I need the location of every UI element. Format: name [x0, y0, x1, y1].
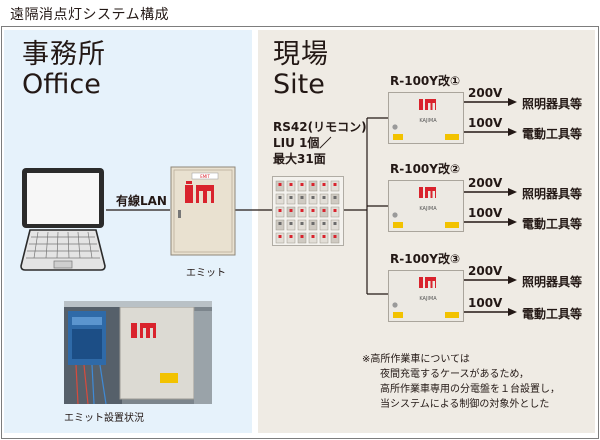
panel-2-200v-label: 200V [468, 176, 503, 190]
rs42-breaker-indicator [333, 209, 337, 212]
installation-photo-image [64, 301, 212, 404]
arrow-right-icon [508, 98, 517, 106]
rs42-breaker-indicator [300, 183, 304, 186]
arrow-right-icon [508, 188, 517, 196]
laptop-icon [20, 168, 106, 271]
diagram-title: 遠隔消点灯システム構成 [10, 7, 170, 23]
panel-3-arrows [464, 276, 517, 316]
panel-2-name: R-100Y改② [390, 162, 461, 176]
rs42-breaker-indicator [289, 196, 293, 199]
rs42-label-line3: 最大31面 [273, 152, 326, 166]
rs42-breaker-indicator [311, 235, 315, 238]
rs42-breaker-indicator [289, 209, 293, 212]
rs42-breaker-indicator [333, 196, 337, 199]
rs42-breaker-indicator [289, 235, 293, 238]
distribution-panel-icon: KAJIMA [388, 92, 464, 144]
panel-1-200v-destination: 照明器具等 [522, 97, 583, 111]
panel-3-name: R-100Y改③ [390, 252, 461, 266]
site-heading-ja: 現場 [273, 39, 329, 70]
rs42-breaker-indicator [300, 209, 304, 212]
rs42-label-line1: RS42(リモコン) [273, 120, 367, 134]
rs42-breaker-indicator [278, 222, 282, 225]
panel-1-200v-label: 200V [468, 86, 503, 100]
rs42-breaker-indicator [322, 209, 326, 212]
note-line-2: 夜間充電するケースがあるため， [380, 369, 529, 380]
rs42-relay-unit-icon [272, 176, 344, 246]
rs42-breaker-indicator [300, 222, 304, 225]
panel-1-100v-label: 100V [468, 116, 503, 130]
site-heading-en: Site [273, 69, 325, 100]
emit-controller-icon: EMIT [170, 166, 236, 256]
office-heading-ja: 事務所 [22, 39, 106, 70]
arrow-right-icon [508, 128, 517, 136]
panel-3-200v-destination: 照明器具等 [522, 275, 583, 289]
rs42-breaker-indicator [289, 183, 293, 186]
svg-text:EMIT: EMIT [200, 174, 210, 179]
rs42-breaker-indicator [289, 222, 293, 225]
panel-2-arrows [464, 188, 517, 226]
rs42-breaker-indicator [333, 235, 337, 238]
panel-2-200v-destination: 照明器具等 [522, 187, 583, 201]
note-line-4: 当システムによる制御の対象外とした [380, 399, 550, 410]
note-line-1: ※高所作業車については [362, 354, 470, 365]
rs42-breaker-indicator [311, 183, 315, 186]
panel-2-100v-label: 100V [468, 206, 503, 220]
rs42-breaker-indicator [278, 235, 282, 238]
svg-text:KAJIMA: KAJIMA [419, 206, 437, 212]
rs42-breaker-indicator [311, 196, 315, 199]
rs42-breaker-indicator [278, 209, 282, 212]
arrow-right-icon [508, 276, 517, 284]
svg-text:KAJIMA: KAJIMA [419, 296, 437, 302]
office-heading-en: Office [22, 69, 101, 100]
rs42-breaker-indicator [333, 222, 337, 225]
rs42-breaker-indicator [322, 235, 326, 238]
wired-lan-label: 有線LAN [116, 194, 167, 208]
rs42-breaker-indicator [333, 183, 337, 186]
distribution-panel-icon: KAJIMA [388, 270, 464, 322]
installation-photo-caption: エミット設置状況 [64, 413, 144, 424]
panel-2-100v-destination: 電動工具等 [522, 217, 583, 231]
rs42-breaker-indicator [322, 196, 326, 199]
svg-text:KAJIMA: KAJIMA [419, 118, 437, 124]
panel-1-100v-destination: 電動工具等 [522, 127, 583, 141]
rs42-breaker-indicator [322, 183, 326, 186]
rs42-label-line2: LIU 1個／ [273, 136, 332, 150]
rs42-breaker-indicator [278, 183, 282, 186]
rs42-breaker-indicator [311, 222, 315, 225]
panel-3-200v-label: 200V [468, 264, 503, 278]
panel-3-100v-destination: 電動工具等 [522, 307, 583, 321]
panel-1-arrows [464, 98, 517, 136]
rs42-breaker-indicator [322, 222, 326, 225]
panel-1-name: R-100Y改① [390, 74, 461, 88]
installation-photo [64, 301, 212, 404]
rs42-breaker-indicator [300, 196, 304, 199]
panel-3-100v-label: 100V [468, 296, 503, 310]
rs42-breaker-indicator [278, 196, 282, 199]
distribution-panel-icon: KAJIMA [388, 180, 464, 232]
emit-device-label: エミット [186, 268, 226, 279]
rs42-breaker-indicator [300, 235, 304, 238]
arrow-right-icon [508, 308, 517, 316]
arrow-right-icon [508, 218, 517, 226]
rs42-breaker-indicator [311, 209, 315, 212]
note-line-3: 高所作業車専用の分電盤を１台設置し， [380, 384, 560, 395]
